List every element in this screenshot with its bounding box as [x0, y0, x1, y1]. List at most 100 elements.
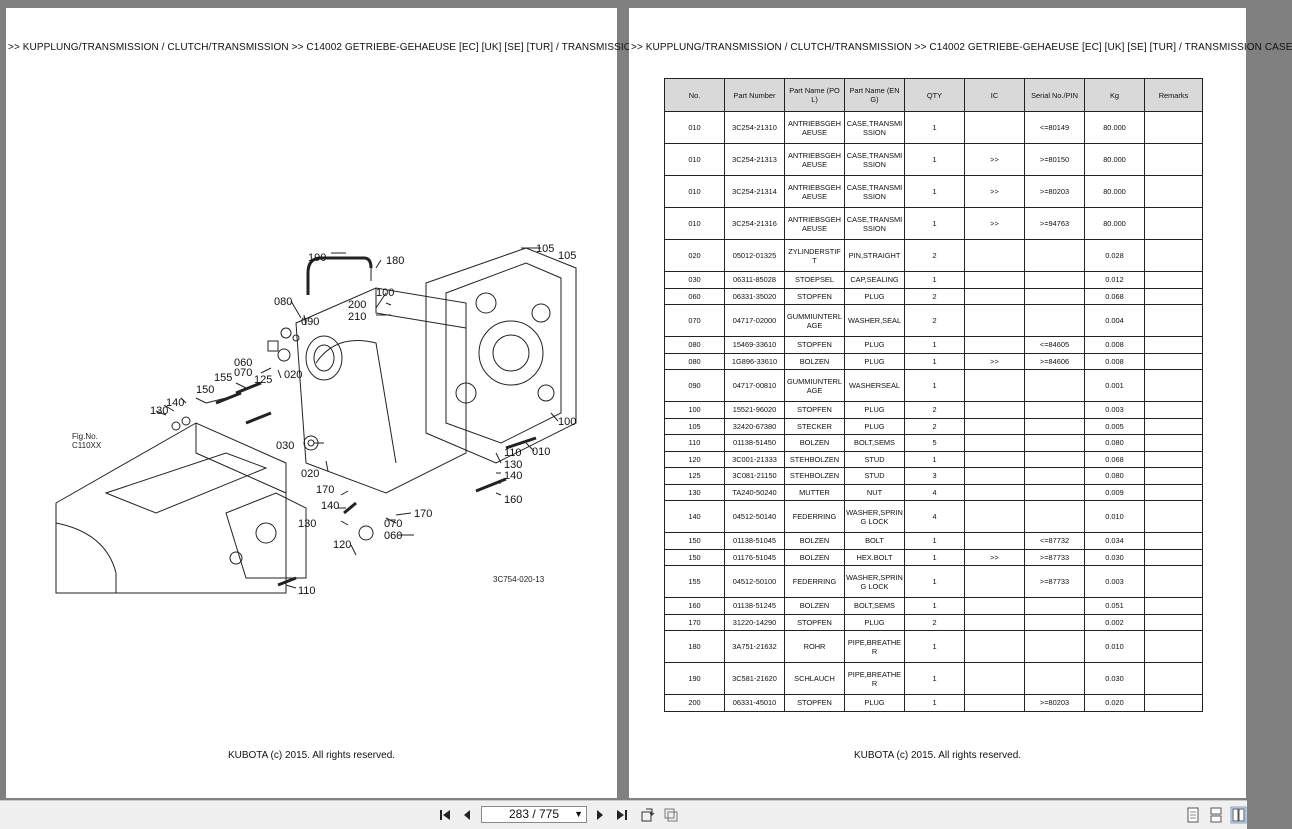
callout-100: 100	[376, 287, 394, 299]
cell-part-name-pol: STECKER	[784, 417, 845, 435]
cell-serial: <=80149	[1024, 111, 1085, 144]
cell-part-number: 3A751-21632	[724, 630, 785, 663]
transmission-case-diagram: 190 180 105 105 080 100 200 210 090 060 …	[55, 243, 577, 597]
cell-remarks	[1144, 271, 1203, 289]
cell-no: 070	[664, 304, 725, 337]
cell-no: 105	[664, 417, 725, 435]
cell-kg: 0.005	[1084, 417, 1145, 435]
cell-serial	[1024, 304, 1085, 337]
cell-remarks	[1144, 483, 1203, 501]
cell-serial: >=84606	[1024, 352, 1085, 370]
cell-ic: >>	[964, 548, 1025, 566]
cell-qty: 1	[904, 175, 965, 208]
cell-kg: 0.002	[1084, 613, 1145, 631]
cell-no: 030	[664, 271, 725, 289]
cell-part-name-eng: PLUG	[844, 417, 905, 435]
cell-ic	[964, 336, 1025, 354]
viewer-toolbar: 283 / 775 ▼	[0, 800, 1247, 829]
cell-qty: 2	[904, 304, 965, 337]
cell-part-name-pol: ANTRIEBSGEHAEUSE	[784, 111, 845, 144]
callout-210: 210	[348, 311, 366, 323]
cell-serial: >=80203	[1024, 175, 1085, 208]
page-indicator-text: 283 / 775	[508, 807, 560, 821]
cell-kg: 0.051	[1084, 597, 1145, 615]
cell-remarks	[1144, 143, 1203, 176]
cell-ic	[964, 467, 1025, 485]
cell-no: 180	[664, 630, 725, 663]
rotate-icon[interactable]	[640, 807, 656, 823]
cell-kg: 0.030	[1084, 548, 1145, 566]
cell-remarks	[1144, 304, 1203, 337]
next-page-icon[interactable]	[592, 807, 608, 823]
cell-part-name-eng: CASE,TRANSMISSION	[844, 175, 905, 208]
fit-icon[interactable]	[663, 807, 679, 823]
cell-kg: 0.003	[1084, 401, 1145, 419]
cell-ic	[964, 450, 1025, 468]
cell-qty: 1	[904, 548, 965, 566]
cell-ic	[964, 597, 1025, 615]
cell-qty: 2	[904, 417, 965, 435]
cell-part-name-eng: PIN,STRAIGHT	[844, 239, 905, 272]
cell-part-name-pol: SCHLAUCH	[784, 662, 845, 695]
col-header-remarks: Remarks	[1144, 78, 1203, 112]
cell-serial	[1024, 271, 1085, 289]
page-number-select[interactable]: 283 / 775 ▼	[481, 806, 587, 823]
cell-part-number: 15469-33610	[724, 336, 785, 354]
drawing-code: 3C754-020-13	[493, 575, 545, 584]
cell-part-number: 3C254-21310	[724, 111, 785, 144]
cell-no: 125	[664, 467, 725, 485]
cell-serial	[1024, 239, 1085, 272]
cell-part-number: 3C254-21314	[724, 175, 785, 208]
cell-part-name-eng: PLUG	[844, 401, 905, 419]
two-page-view-icon[interactable]	[1230, 806, 1247, 824]
cell-no: 140	[664, 500, 725, 533]
cell-part-name-pol: STOPFEN	[784, 401, 845, 419]
cell-part-name-pol: BOLZEN	[784, 548, 845, 566]
cell-remarks	[1144, 352, 1203, 370]
cell-no: 110	[664, 434, 725, 452]
cell-part-number: 3C081-21150	[724, 467, 785, 485]
cell-no: 010	[664, 175, 725, 208]
cell-part-name-eng: WASHERSEAL	[844, 369, 905, 402]
first-page-icon[interactable]	[437, 807, 453, 823]
cell-serial: <=84605	[1024, 336, 1085, 354]
cell-serial	[1024, 434, 1085, 452]
last-page-icon[interactable]	[614, 807, 630, 823]
cell-part-name-eng: PLUG	[844, 352, 905, 370]
cell-part-name-eng: BOLT	[844, 532, 905, 550]
cell-part-number: TA240-50240	[724, 483, 785, 501]
cell-no: 150	[664, 548, 725, 566]
cell-kg: 0.009	[1084, 483, 1145, 501]
cell-qty: 1	[904, 565, 965, 598]
cell-serial	[1024, 630, 1085, 663]
cell-ic	[964, 287, 1025, 305]
cell-remarks	[1144, 207, 1203, 240]
cell-remarks	[1144, 694, 1203, 712]
single-page-view-icon[interactable]	[1186, 807, 1201, 823]
cell-kg: 0.020	[1084, 694, 1145, 712]
cell-qty: 1	[904, 207, 965, 240]
cell-qty: 1	[904, 143, 965, 176]
prev-page-icon[interactable]	[459, 807, 475, 823]
cell-ic	[964, 613, 1025, 631]
cell-part-name-eng: PLUG	[844, 336, 905, 354]
cell-no: 150	[664, 532, 725, 550]
cell-serial	[1024, 483, 1085, 501]
breadcrumb: >> KUPPLUNG/TRANSMISSION / CLUTCH/TRANSM…	[8, 42, 670, 53]
cell-part-name-eng: PIPE,BREATHER	[844, 662, 905, 695]
callout-130-c: 130	[504, 459, 522, 471]
cell-kg: 0.068	[1084, 287, 1145, 305]
cell-part-number: 01138-51245	[724, 597, 785, 615]
continuous-view-icon[interactable]	[1209, 807, 1224, 823]
callout-200: 200	[348, 299, 366, 311]
